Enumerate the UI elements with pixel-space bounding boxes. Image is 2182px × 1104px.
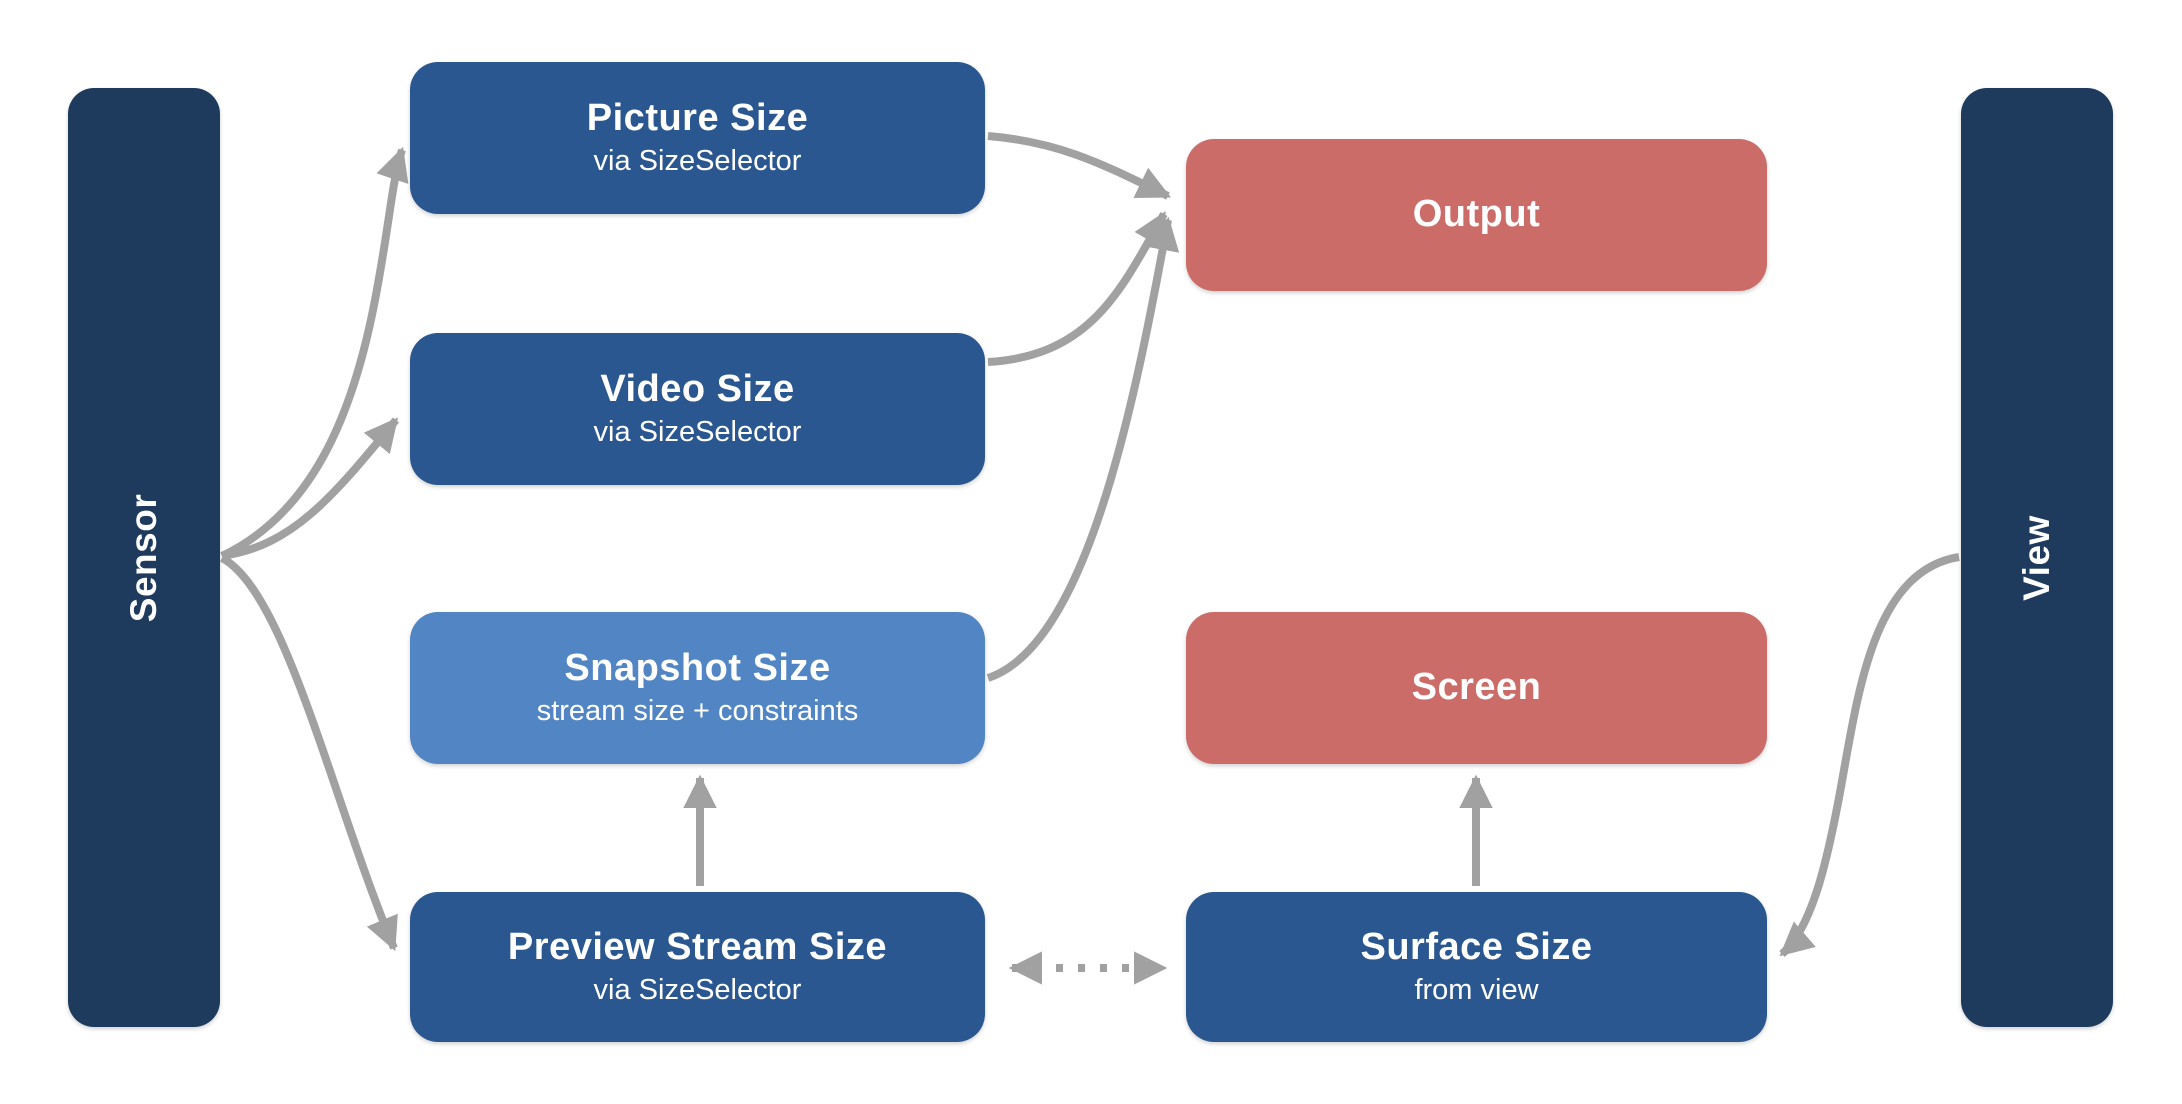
node-preview-stream-size-title: Preview Stream Size [507, 925, 888, 968]
node-surface-size-subtitle: from view [1414, 974, 1539, 1007]
edge-sensor-to-video-size [221, 417, 400, 560]
node-video-size-title: Video Size [600, 367, 795, 410]
node-output-title: Output [1412, 193, 1541, 236]
edge-sensor-to-picture-size [220, 146, 409, 560]
node-snapshot-size-title: Snapshot Size [564, 646, 831, 689]
node-video-size: Video Size via SizeSelector [410, 333, 985, 485]
edge-snapshot-size-to-output [986, 216, 1180, 682]
node-picture-size-subtitle: via SizeSelector [593, 145, 802, 178]
node-picture-size: Picture Size via SizeSelector [410, 62, 985, 214]
edge-picture-size-to-output [987, 132, 1172, 200]
node-video-size-subtitle: via SizeSelector [593, 416, 802, 449]
lane-sensor-label: Sensor [123, 493, 164, 622]
node-preview-stream-size: Preview Stream Size via SizeSelector [410, 892, 985, 1042]
node-picture-size-title: Picture Size [586, 96, 809, 139]
node-screen-title: Screen [1411, 666, 1542, 709]
lane-sensor: Sensor [68, 88, 220, 1027]
node-snapshot-size-subtitle: stream size + constraints [536, 695, 859, 728]
node-snapshot-size: Snapshot Size stream size + constraints [410, 612, 985, 764]
lane-view: View [1961, 88, 2113, 1027]
edge-view-to-surface-size [1779, 553, 1960, 958]
edge-sensor-to-preview-stream-size [219, 554, 398, 952]
node-output: Output [1186, 139, 1767, 291]
lane-view-label: View [2016, 514, 2057, 601]
edge-video-size-to-output [987, 211, 1168, 366]
node-screen: Screen [1186, 612, 1767, 764]
node-surface-size: Surface Size from view [1186, 892, 1767, 1042]
node-preview-stream-size-subtitle: via SizeSelector [593, 974, 802, 1007]
node-surface-size-title: Surface Size [1360, 925, 1593, 968]
